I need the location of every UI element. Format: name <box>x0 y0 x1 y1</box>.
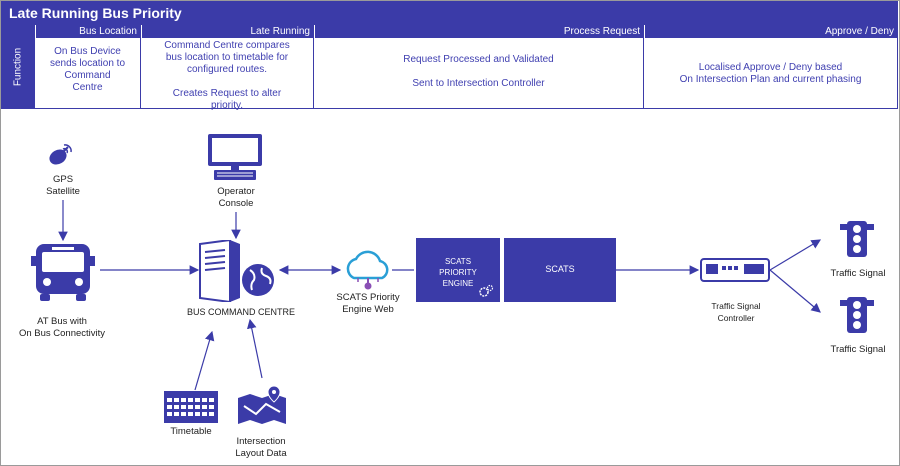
map-pin-icon <box>238 385 286 424</box>
scats-box: SCATS <box>504 238 616 302</box>
cell-approve-deny: Localised Approve / Deny based On Inters… <box>644 38 898 109</box>
traffic-light-icon <box>840 221 874 257</box>
label-timetable: Timetable <box>170 426 212 437</box>
scats-priority-engine-box: SCATS PRIORITY ENGINE <box>416 238 500 302</box>
label-gps-satellite: GPS Satellite <box>46 174 80 197</box>
header-bus-location: Bus Location <box>35 25 141 38</box>
server-globe-icon <box>199 240 274 302</box>
label-at-bus: AT Bus with On Bus Connectivity <box>18 316 106 339</box>
label-traffic-signal-controller: Traffic Signal Controller <box>711 301 761 323</box>
scats-label: SCATS <box>545 264 575 274</box>
cell-process-request: Request Processed and Validated Sent to … <box>314 38 644 109</box>
label-bus-command-centre: BUS COMMAND CENTRE <box>186 307 295 317</box>
cell-bus-location: On Bus Device sends location to Command … <box>35 38 141 109</box>
label-traffic-signal-2: Traffic Signal <box>830 344 886 355</box>
diagram-title: Late Running Bus Priority <box>1 1 898 25</box>
timetable-icon <box>164 391 218 423</box>
traffic-light-icon <box>840 297 874 333</box>
gears-icon <box>479 284 494 297</box>
function-label: Function <box>1 25 35 109</box>
bus-icon <box>31 244 95 301</box>
header-late-running: Late Running <box>141 25 314 38</box>
controller-icon <box>700 258 770 282</box>
monitor-icon <box>208 134 262 180</box>
satellite-icon <box>49 144 72 165</box>
cell-late-running: Command Centre compares bus location to … <box>141 38 314 111</box>
label-operator-console: Operator Console <box>217 186 255 209</box>
label-intersection-layout-data: Intersection Layout Data <box>235 436 287 459</box>
header-approve-deny: Approve / Deny <box>644 25 898 38</box>
scats-priority-engine-label: SCATS PRIORITY ENGINE <box>439 257 477 288</box>
header-process-request: Process Request <box>314 25 644 38</box>
label-traffic-signal-1: Traffic Signal <box>830 268 886 279</box>
label-scats-priority-engine-web: SCATS Priority Engine Web <box>336 292 400 315</box>
cloud-icon <box>346 250 389 290</box>
